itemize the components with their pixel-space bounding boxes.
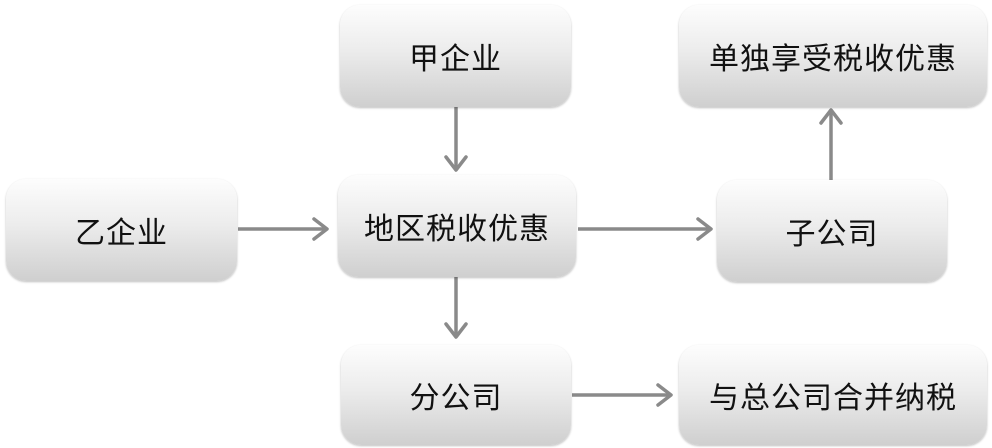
arrowhead-region-to-branch: [444, 322, 468, 339]
node-branch-label: 分公司: [409, 381, 503, 416]
arrowhead-yi-to-region: [312, 217, 329, 241]
node-region-label: 地区税收优惠: [364, 212, 550, 247]
arrowhead-sub-to-exclusive: [819, 108, 843, 125]
node-sub-label: 子公司: [785, 217, 879, 252]
node-regional-tax-benefit: 地区税收优惠: [338, 175, 576, 277]
arrowhead-branch-to-merge: [656, 383, 673, 407]
node-consolidated-tax: 与总公司合并纳税: [679, 345, 987, 445]
node-exclusive-benefit: 单独享受税收优惠: [679, 5, 987, 107]
node-yi-label: 乙企业: [75, 216, 168, 251]
node-jia-enterprise: 甲企业: [340, 5, 571, 107]
node-subsidiary: 子公司: [717, 180, 947, 282]
node-exclusive-label: 单独享受税收优惠: [709, 42, 957, 77]
node-branch: 分公司: [341, 345, 571, 445]
node-yi-enterprise: 乙企业: [6, 179, 237, 281]
arrowhead-region-to-sub: [696, 217, 713, 241]
node-jia-label: 甲企业: [409, 42, 502, 77]
arrowhead-jia-to-region: [444, 155, 468, 172]
node-merge-label: 与总公司合并纳税: [709, 381, 957, 416]
